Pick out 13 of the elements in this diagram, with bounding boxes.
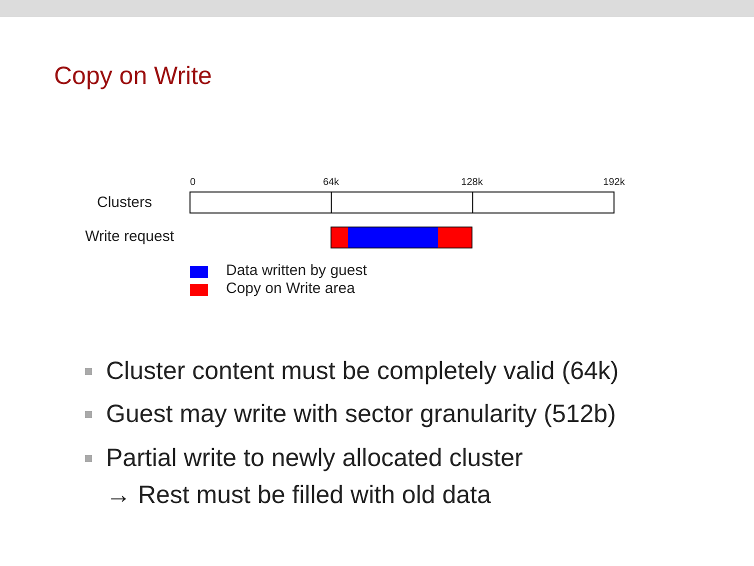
legend-text: Copy on Write area <box>226 281 355 296</box>
bullet-text: Guest may write with sector granularity (512b) <box>106 402 616 427</box>
bullet-text: Partial write to newly allocated cluster <box>106 446 523 471</box>
bullet-text: → Rest must be filled with old data <box>106 483 491 508</box>
row-label: Write request <box>85 229 174 244</box>
axis-tick-label: 0 <box>190 178 196 188</box>
bullet-text: Cluster content must be completely valid (64k) <box>106 359 619 384</box>
axis-tick-label: 64k <box>322 178 340 188</box>
row-label: Clusters <box>96 195 152 210</box>
slide-title: Copy on Write <box>54 64 212 89</box>
legend-text: Data written by guest <box>226 263 367 278</box>
axis-tick-label: 128k <box>461 178 483 188</box>
axis-tick-label: 192k <box>603 178 625 188</box>
